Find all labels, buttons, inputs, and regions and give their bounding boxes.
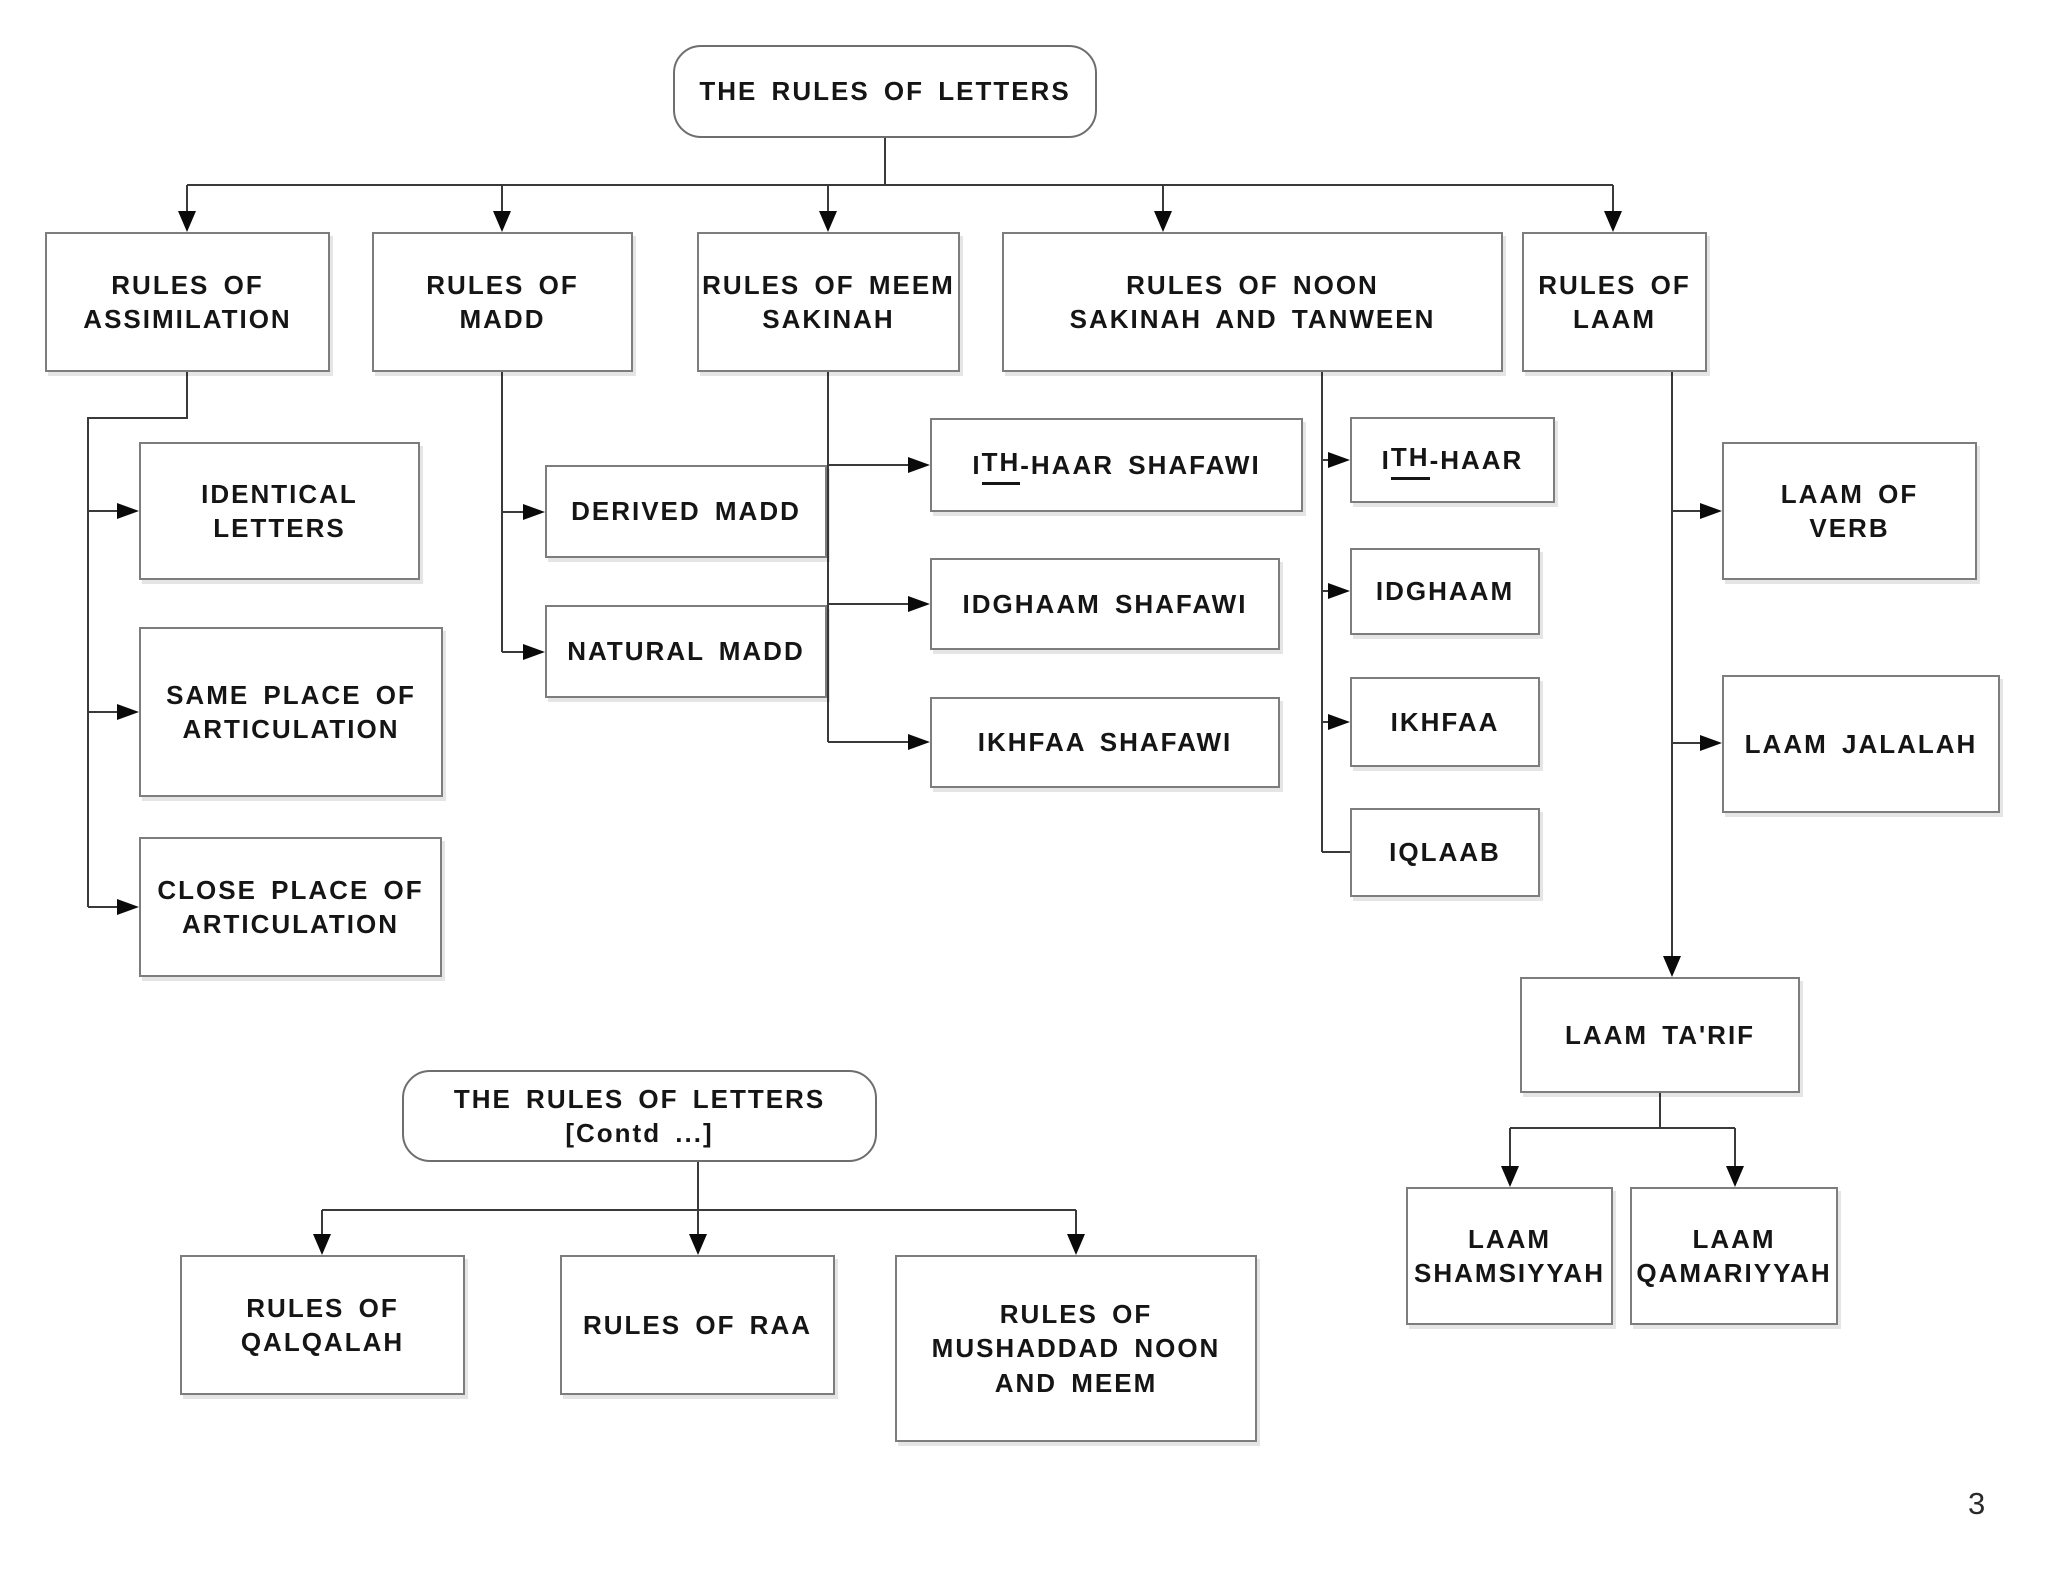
node-idghaam-shafawi: IDGHAAM SHAFAWI xyxy=(930,558,1280,650)
connectors-madd xyxy=(501,372,545,660)
page-number: 3 xyxy=(1968,1486,1986,1521)
node-rules-of-laam: RULES OF LAAM xyxy=(1522,232,1707,372)
node-laam-of-verb: LAAM OF VERB xyxy=(1722,442,1977,580)
node-rules-of-noon-sakinah: RULES OF NOON SAKINAH AND TANWEEN xyxy=(1002,232,1503,372)
ith-haar-prefix: I xyxy=(1381,444,1391,475)
node-laam-qamariyyah: LAAM QAMARIYYAH xyxy=(1630,1187,1838,1325)
node-rules-of-mushaddad-noon-and-meem: RULES OF MUSHADDAD NOON AND MEEM xyxy=(895,1255,1257,1442)
node-rules-of-raa: RULES OF RAA xyxy=(560,1255,835,1395)
node-iqlaab: IQLAAB xyxy=(1350,808,1540,897)
node-rules-of-meem-sakinah: RULES OF MEEM SAKINAH xyxy=(697,232,960,372)
node-rules-of-qalqalah: RULES OF QALQALAH xyxy=(180,1255,465,1395)
connectors-assimilation xyxy=(87,372,188,915)
ith-haar-underlined: TH xyxy=(1390,440,1430,480)
ith-haar-suffix: -HAAR xyxy=(1429,444,1524,475)
node-identical-letters: IDENTICAL LETTERS xyxy=(139,442,420,580)
connectors-laam xyxy=(1663,372,1722,977)
node-idghaam: IDGHAAM xyxy=(1350,548,1540,635)
node-laam-tarif: LAAM TA'RIF xyxy=(1520,977,1800,1093)
node-rules-of-assimilation: RULES OF ASSIMILATION xyxy=(45,232,330,372)
node-derived-madd: DERIVED MADD xyxy=(545,465,827,558)
node-ikhfaa-shafawi: IKHFAA SHAFAWI xyxy=(930,697,1280,788)
ith-haar-shafawi-underlined: TH xyxy=(981,445,1021,485)
node-close-place-of-articulation: CLOSE PLACE OF ARTICULATION xyxy=(139,837,442,977)
ith-haar-shafawi-prefix: I xyxy=(972,449,982,480)
node-rules-of-madd: RULES OF MADD xyxy=(372,232,633,372)
node-laam-jalalah: LAAM JALALAH xyxy=(1722,675,2000,813)
node-ikhfaa: IKHFAA xyxy=(1350,677,1540,767)
connectors-laam-tarif xyxy=(1501,1093,1744,1187)
connectors-meem-sakinah xyxy=(827,372,930,750)
ith-haar-shafawi-suffix: -HAAR SHAFAWI xyxy=(1020,449,1261,480)
node-rules-of-letters: THE RULES OF LETTERS xyxy=(673,45,1097,138)
connectors-contd-tree xyxy=(313,1162,1085,1255)
node-natural-madd: NATURAL MADD xyxy=(545,605,827,698)
connectors-main-tree xyxy=(178,138,1622,232)
node-rules-of-letters-contd: THE RULES OF LETTERS [Contd ...] xyxy=(402,1070,877,1162)
connectors-noon-sakinah xyxy=(1321,372,1350,853)
node-laam-shamsiyyah: LAAM SHAMSIYYAH xyxy=(1406,1187,1613,1325)
node-same-place-of-articulation: SAME PLACE OF ARTICULATION xyxy=(139,627,443,797)
